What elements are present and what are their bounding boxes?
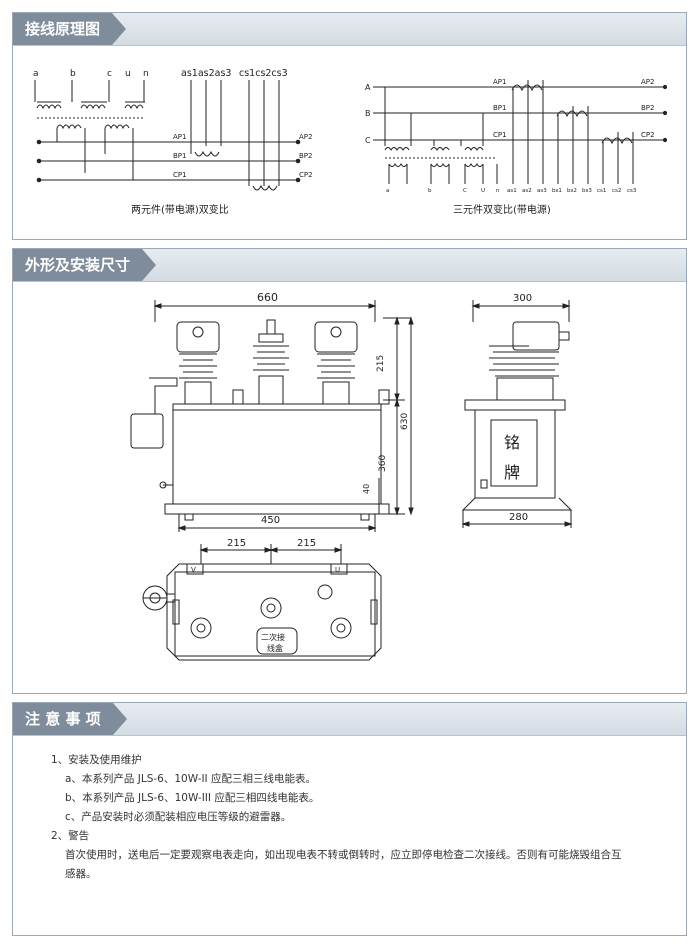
right-bottom-as2: as2 <box>522 188 532 194</box>
dim-top-height: 215 <box>376 355 386 372</box>
left-sec-c: cs1cs2cs3 <box>239 68 288 79</box>
notes-panel: 注 意 事 项 1、安装及使用维护 a、本系列产品 JLS-6、10W-II 应… <box>12 702 687 936</box>
plan-view: 215 215 二次接 线盒 V U <box>142 538 382 661</box>
right-bottom-u: U <box>481 188 485 194</box>
plan-box-line-2: 线盒 <box>267 643 283 653</box>
dimensions-title: 外形及安装尺寸 <box>13 249 157 281</box>
left-wiring: a b c u n as1as2as3 cs1cs2cs3 <box>33 68 313 216</box>
left-bus-bp2: BP2 <box>299 152 312 160</box>
left-bus-ap2: AP2 <box>299 133 312 141</box>
note-line-3: b、本系列产品 JLS-6、10W-III 应配三相四线电能表。 <box>65 792 320 804</box>
right-phase-b: B <box>365 109 371 118</box>
dim-total-height: 630 <box>400 413 410 430</box>
wiring-panel: 接线原理图 a b c u n as1as2as3 cs1cs2cs3 <box>12 12 687 240</box>
right-bus-cp1: CP1 <box>493 131 507 139</box>
right-bus-cp2: CP2 <box>641 131 655 139</box>
note-line-5: 2、警告 <box>51 830 90 842</box>
right-bottom-bs3: bs3 <box>582 188 592 194</box>
right-bottom-cs3: cs3 <box>627 188 637 194</box>
right-bottom-bs1: bs1 <box>552 188 562 194</box>
plan-box-line-1: 二次接 <box>261 632 285 642</box>
right-bus-bp2: BP2 <box>641 104 654 112</box>
dim-body-height: 360 <box>378 455 388 472</box>
right-bus-bp1: BP1 <box>493 104 506 112</box>
notes-title: 注 意 事 项 <box>13 703 127 735</box>
right-bottom-c: C <box>463 188 467 194</box>
wiring-diagram: a b c u n as1as2as3 cs1cs2cs3 <box>33 68 668 216</box>
note-line-1: 1、安装及使用维护 <box>51 754 142 766</box>
front-view: 660 <box>130 291 414 532</box>
right-bottom-b: b <box>428 188 432 194</box>
dim-plan-spacing-2: 215 <box>297 538 316 549</box>
left-label-u: u <box>125 69 131 79</box>
right-bottom-a: a <box>386 188 389 194</box>
note-line-7: 感器。 <box>65 868 97 880</box>
plan-small-v: V <box>191 566 196 574</box>
right-bottom-as3: as3 <box>537 188 547 194</box>
right-bus-ap2: AP2 <box>641 78 654 86</box>
side-view: 300 铭 牌 280 <box>461 293 573 528</box>
right-bottom-cs1: cs1 <box>597 188 606 194</box>
dim-side-width: 300 <box>513 293 532 304</box>
right-phase-a: A <box>365 83 371 92</box>
left-bus-cp2: CP2 <box>299 171 313 179</box>
dim-front-width: 660 <box>257 291 278 304</box>
dimension-drawing: 660 <box>130 291 573 661</box>
left-bus-ap1: AP1 <box>173 133 186 141</box>
dimensions-header: 外形及安装尺寸 <box>13 249 686 282</box>
right-bottom-n: n <box>496 188 500 194</box>
dim-base-height: 40 <box>362 484 371 494</box>
dimensions-panel: 外形及安装尺寸 660 <box>12 248 687 694</box>
dim-side-base: 280 <box>509 512 528 523</box>
left-bus-bp1: BP1 <box>173 152 186 160</box>
right-bottom-bs2: bs2 <box>567 188 577 194</box>
left-bus-cp1: CP1 <box>173 171 187 179</box>
left-sec-a: as1as2as3 <box>181 68 231 79</box>
left-label-b: b <box>70 69 76 79</box>
plan-small-u: U <box>335 566 340 574</box>
nameplate-char-1: 铭 <box>504 433 520 452</box>
note-line-6: 首次使用时，送电后一定要观察电表走向，如出现电表不转或倒转时，应立即停电检查二次… <box>65 849 622 861</box>
insulator-right <box>314 321 358 405</box>
right-caption: 三元件双变比(带电源) <box>453 203 551 216</box>
wiring-title: 接线原理图 <box>13 13 127 45</box>
notes-header: 注 意 事 项 <box>13 703 686 736</box>
right-wiring: A B C AP1 AP2 BP1 BP2 CP1 CP2 <box>365 78 668 216</box>
left-label-n: n <box>143 69 149 79</box>
right-bottom-cs2: cs2 <box>612 188 621 194</box>
notes-body: 1、安装及使用维护 a、本系列产品 JLS-6、10W-II 应配三相三线电能表… <box>43 751 663 884</box>
right-bus-ap1: AP1 <box>493 78 506 86</box>
right-phase-c: C <box>365 136 371 145</box>
left-caption: 两元件(带电源)双变比 <box>131 203 229 216</box>
insulator-left <box>176 321 220 405</box>
insulator-middle <box>253 319 289 405</box>
wiring-header: 接线原理图 <box>13 13 686 46</box>
note-line-4: c、产品安装时必须配装相应电压等级的避雷器。 <box>65 811 292 823</box>
dim-front-base: 450 <box>261 515 280 526</box>
nameplate-char-2: 牌 <box>504 463 520 482</box>
dim-plan-spacing-1: 215 <box>227 538 246 549</box>
left-label-c: c <box>107 69 112 79</box>
note-line-2: a、本系列产品 JLS-6、10W-II 应配三相三线电能表。 <box>65 773 316 785</box>
right-bottom-as1: as1 <box>507 188 517 194</box>
left-label-a: a <box>33 69 39 79</box>
